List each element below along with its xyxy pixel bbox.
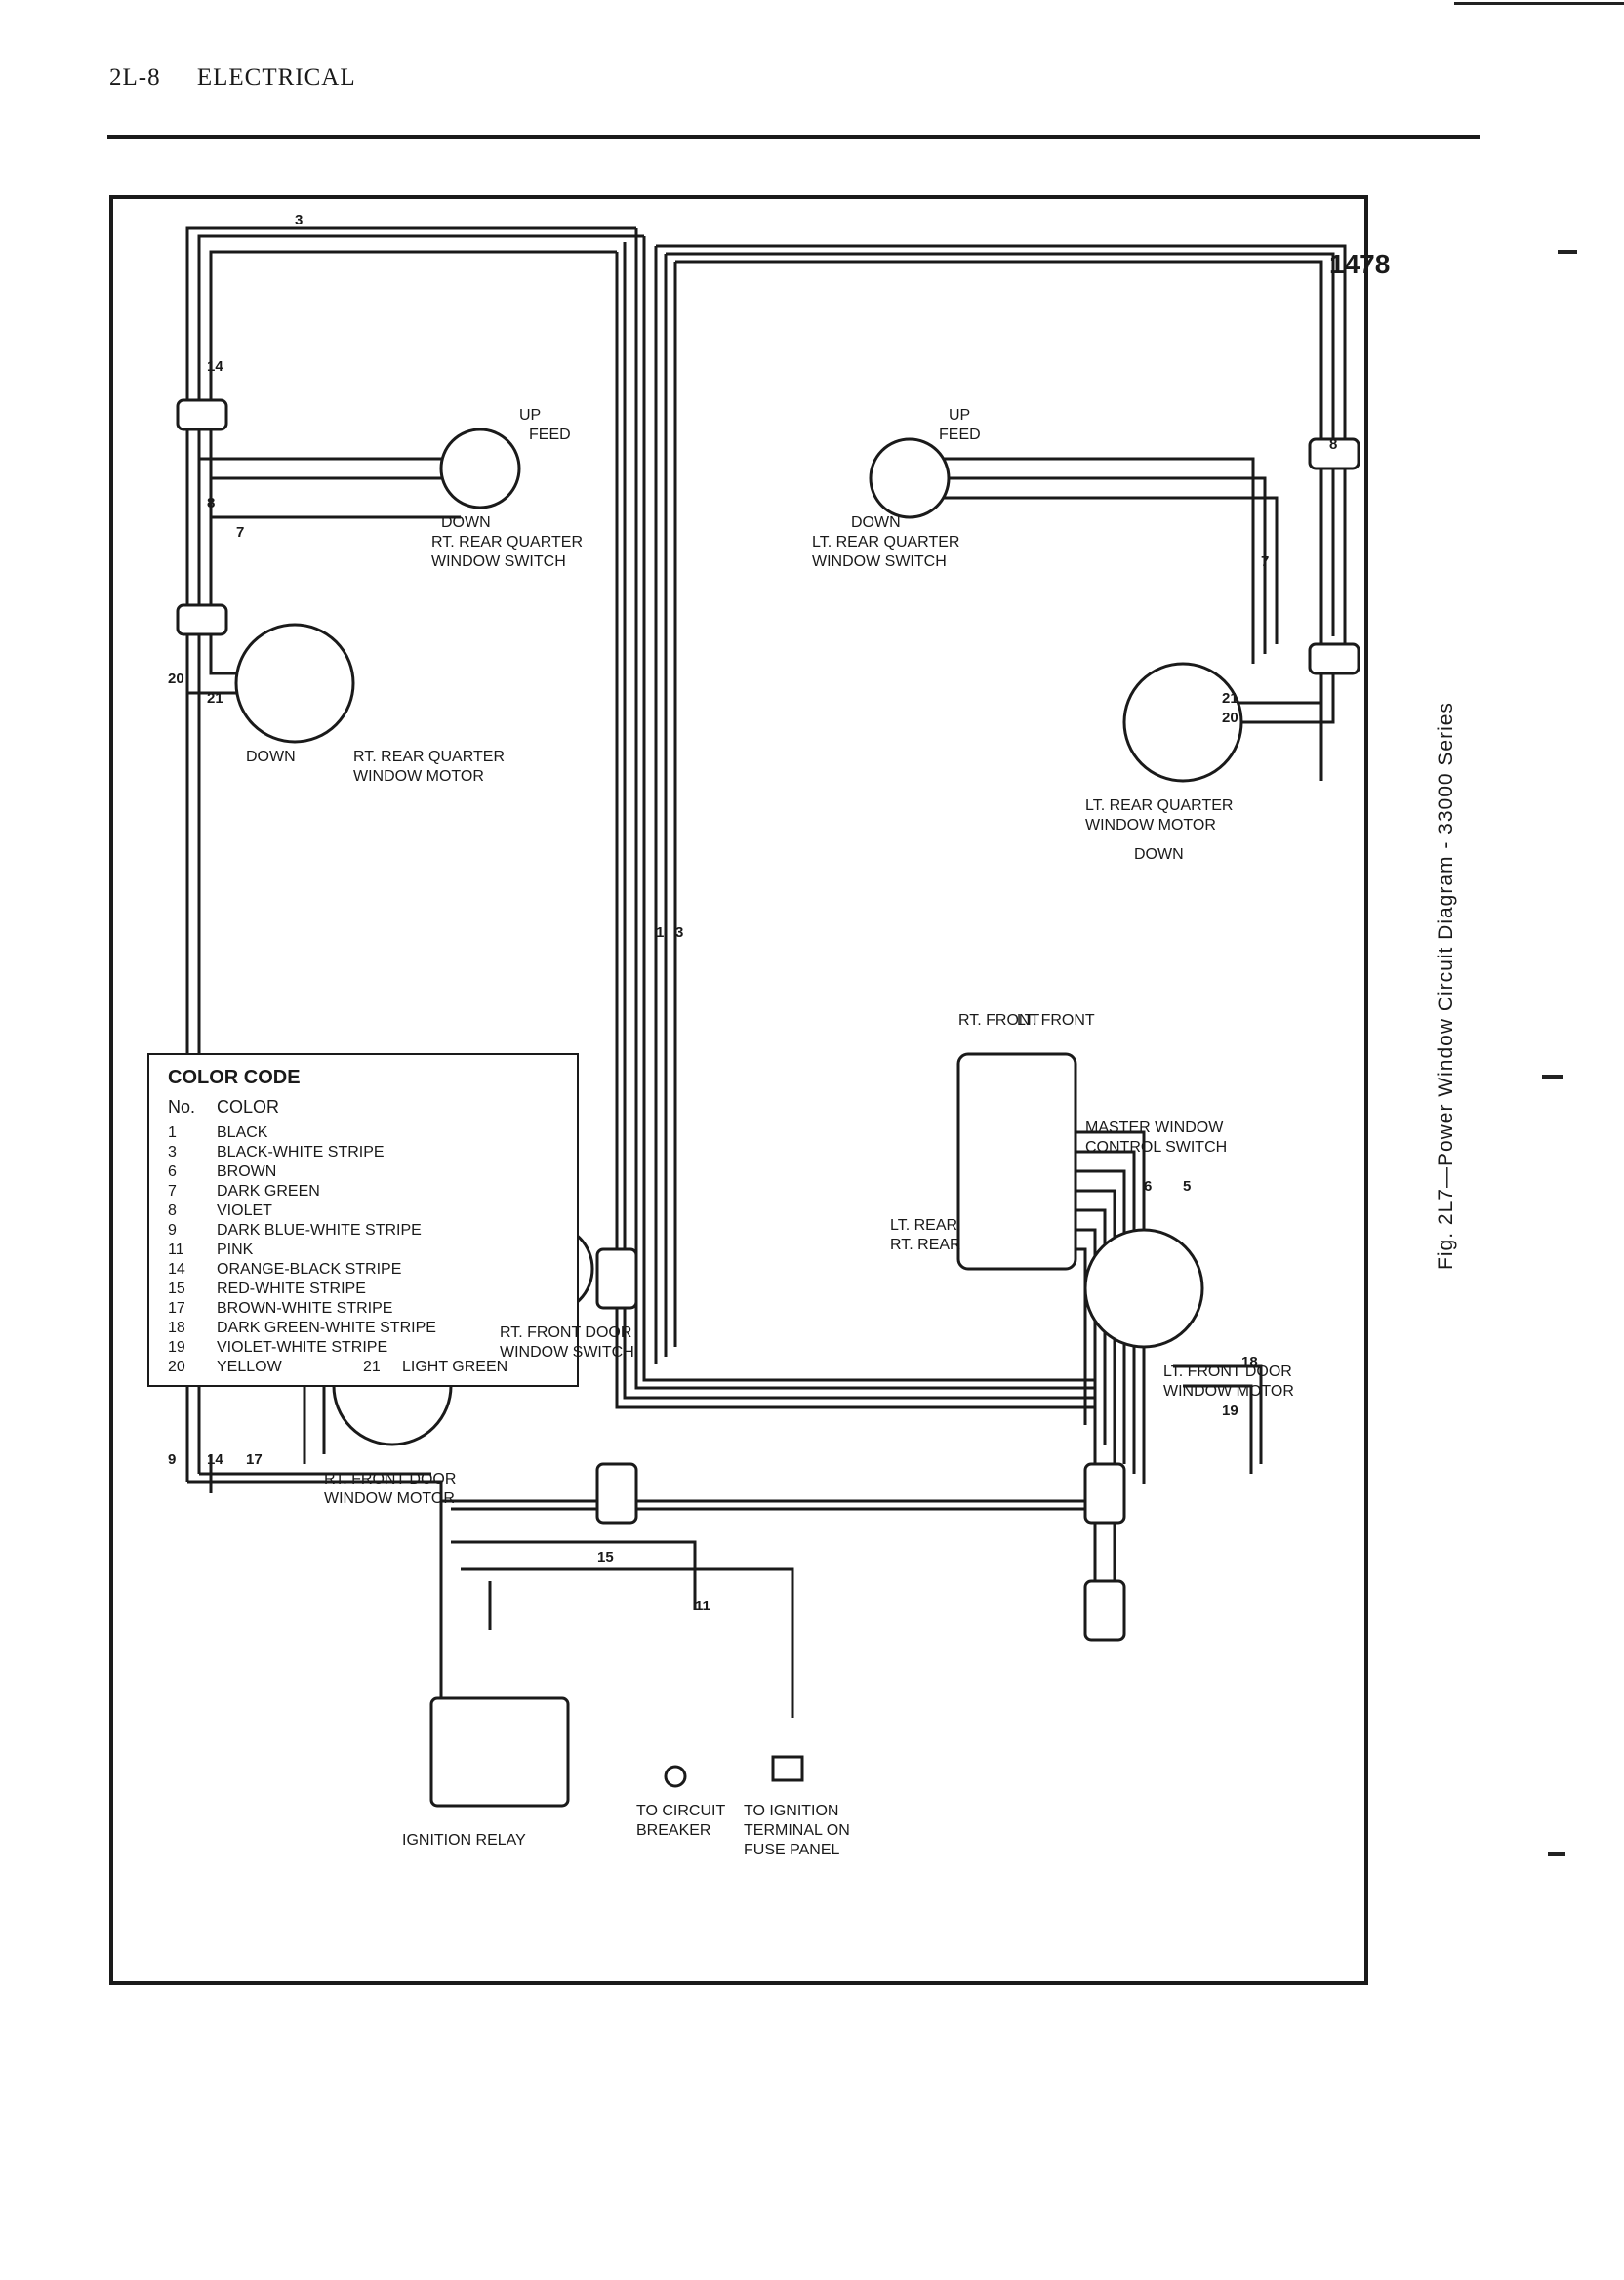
color-code-no: 19 [168, 1339, 185, 1356]
label-down: DOWN [1134, 846, 1184, 863]
wire-number: 14 [207, 1451, 223, 1468]
color-code-name: BROWN-WHITE STRIPE [217, 1300, 392, 1317]
label-up: UP [519, 407, 541, 424]
label-lt-rear-quarter-switch: LT. REAR QUARTER [812, 534, 959, 550]
color-code-name: BLACK [217, 1124, 268, 1141]
power-window-circuit-diagram: COLOR CODE No. COLOR 1 BLACK 3 BLACK-WHI… [147, 212, 1390, 1858]
color-code-no: 9 [168, 1222, 177, 1239]
label-ignition-terminal: FUSE PANEL [744, 1842, 840, 1858]
top-corner-rule [1454, 2, 1624, 5]
wire-number: 9 [168, 1451, 176, 1468]
color-code-name: BLACK-WHITE STRIPE [217, 1144, 385, 1160]
color-code-name: BROWN [217, 1163, 276, 1180]
label-ignition-relay: IGNITION RELAY [402, 1832, 526, 1849]
color-code-no: 8 [168, 1202, 177, 1219]
label-down: DOWN [246, 749, 296, 765]
label-lt-rear-quarter-switch: WINDOW SWITCH [812, 553, 947, 570]
color-code-name: LIGHT GREEN [402, 1359, 508, 1375]
color-code-no: 7 [168, 1183, 177, 1200]
label-down: DOWN [851, 514, 901, 531]
label-circuit-breaker: BREAKER [636, 1822, 710, 1839]
color-code-name: DARK GREEN-WHITE STRIPE [217, 1320, 436, 1336]
color-code-name: VIOLET-WHITE STRIPE [217, 1339, 387, 1356]
wire-number: 17 [246, 1451, 263, 1468]
color-code-title: COLOR CODE [168, 1067, 301, 1088]
page-header: 2L-8 ELECTRICAL [109, 64, 356, 92]
wire-number: 8 [1329, 436, 1337, 453]
color-code-no: 15 [168, 1281, 185, 1297]
label-rt-rear-quarter-motor: WINDOW MOTOR [353, 768, 484, 785]
color-code-name: PINK [217, 1242, 254, 1258]
wire-number: 20 [168, 671, 184, 687]
label-rt-rear-quarter-motor: RT. REAR QUARTER [353, 749, 505, 765]
wire-number: 21 [207, 690, 223, 707]
page-number: 2L-8 [109, 64, 161, 91]
color-code-no: 14 [168, 1261, 185, 1278]
label-rt-front-door-motor: RT. FRONT DOOR [324, 1471, 456, 1487]
label-lt-rear-quarter-motor: WINDOW MOTOR [1085, 817, 1216, 834]
color-code-name: DARK BLUE-WHITE STRIPE [217, 1222, 422, 1239]
label-lt-front-door-motor: LT. FRONT DOOR [1163, 1364, 1292, 1380]
section-title: ELECTRICAL [196, 64, 356, 91]
label-down: DOWN [441, 514, 491, 531]
figure-id: 1478 [1329, 249, 1390, 279]
wire-number: 20 [1222, 710, 1238, 726]
color-code-no: 18 [168, 1320, 185, 1336]
label-rt-front-door-switch: WINDOW SWITCH [500, 1344, 634, 1361]
label-feed: FEED [529, 427, 571, 443]
wire-number: 14 [207, 358, 223, 375]
label-lt-rear-quarter-motor: LT. REAR QUARTER [1085, 797, 1233, 814]
color-code-no: 17 [168, 1300, 185, 1317]
label-circuit-breaker: TO CIRCUIT [636, 1803, 725, 1819]
wire-number: 7 [236, 524, 244, 541]
wire-number: 19 [1222, 1403, 1238, 1419]
wire-number: 11 [695, 1598, 710, 1614]
header-rule [107, 135, 1480, 139]
wire-number: 15 [597, 1549, 614, 1566]
color-code-no: 3 [168, 1144, 177, 1160]
color-code-name: VIOLET [217, 1202, 272, 1219]
wire-number: 21 [1222, 690, 1238, 707]
label-lt-front-door-motor: WINDOW MOTOR [1163, 1383, 1294, 1400]
label-lt-front: LT. FRONT [1017, 1012, 1095, 1029]
color-code-no: 6 [168, 1163, 177, 1180]
label-rt-front-door-motor: WINDOW MOTOR [324, 1490, 455, 1507]
label-ignition-terminal: TO IGNITION [744, 1803, 838, 1819]
wire-number: 6 [1144, 1178, 1152, 1195]
label-master-switch: CONTROL SWITCH [1085, 1139, 1227, 1156]
wire-number: 5 [1183, 1178, 1191, 1195]
figure-caption: Fig. 2L7—Power Window Circuit Diagram - … [1435, 702, 1457, 1270]
color-code-no: 21 [363, 1359, 381, 1375]
label-feed: FEED [939, 427, 981, 443]
color-code-table: COLOR CODE No. COLOR 1 BLACK 3 BLACK-WHI… [147, 1053, 579, 1387]
wire-number: 18 [1241, 1354, 1258, 1370]
color-code-no: 11 [168, 1242, 184, 1258]
label-ignition-terminal: TERMINAL ON [744, 1822, 850, 1839]
wire-number: 8 [207, 495, 215, 511]
label-rt-rear-quarter-switch: RT. REAR QUARTER [431, 534, 583, 550]
color-code-name: DARK GREEN [217, 1183, 320, 1200]
color-code-name: RED-WHITE STRIPE [217, 1281, 366, 1297]
label-lt-rear: LT. REAR [890, 1217, 957, 1234]
margin-mark [1542, 1075, 1563, 1079]
wire-number: 7 [1261, 553, 1269, 570]
wire-number: 3 [295, 212, 303, 228]
color-code-name: YELLOW [217, 1359, 283, 1375]
color-code-header-no: No. [168, 1097, 195, 1117]
margin-mark [1558, 250, 1577, 254]
color-code-name: ORANGE-BLACK STRIPE [217, 1261, 401, 1278]
label-master-switch: MASTER WINDOW [1085, 1120, 1224, 1136]
color-code-no: 1 [168, 1124, 177, 1141]
label-up: UP [949, 407, 970, 424]
wire-number: 3 [675, 924, 683, 941]
color-code-no: 20 [168, 1359, 185, 1375]
color-code-header-color: COLOR [217, 1097, 279, 1117]
label-rt-rear: RT. REAR [890, 1237, 961, 1253]
label-rt-front: RT. FRONT [958, 1012, 1039, 1029]
wire-number: 1 [656, 924, 664, 941]
label-rt-front-door-switch: RT. FRONT DOOR [500, 1324, 631, 1341]
diagram-frame [109, 195, 1368, 1985]
margin-mark [1548, 1852, 1565, 1856]
label-rt-rear-quarter-switch: WINDOW SWITCH [431, 553, 566, 570]
